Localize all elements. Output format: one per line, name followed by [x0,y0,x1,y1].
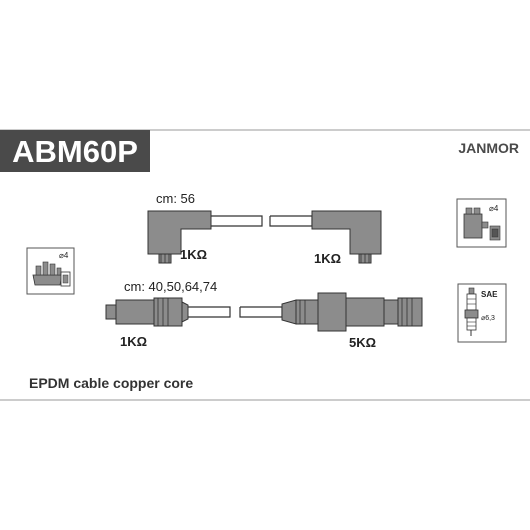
cable-1-right-resistance: 1KΩ [314,251,341,266]
distributor-cap-diameter: ⌀4 [59,251,69,260]
cable-1-length-label: cm: 56 [156,191,195,206]
spark-plug-icon [457,283,507,343]
part-number: ABM60P [12,134,138,169]
part-number-banner [0,130,150,172]
cable-2-wire [188,306,283,318]
ignition-coil-diameter: ⌀4 [489,204,499,213]
cable-2-length-label: cm: 40,50,64,74 [124,279,217,294]
cable-1-left-boot [147,210,212,264]
spark-plug-standard: SAE [481,290,498,299]
cable-1-left-resistance: 1KΩ [180,247,207,262]
cable-2-left-resistance: 1KΩ [120,334,147,349]
brand-name: JANMOR [458,140,519,156]
distributor-cap-icon [26,247,75,295]
ignition-coil-icon [456,198,507,248]
cable-2-right-connector [281,292,423,332]
cable-description: EPDM cable copper core [29,375,193,391]
cable-1-wire [211,215,313,227]
cable-1-right-boot [311,210,382,264]
spark-plug-diameter: ⌀6,3 [481,315,495,322]
cable-2-right-resistance: 5KΩ [349,335,376,350]
cable-2-left-connector [105,297,189,327]
